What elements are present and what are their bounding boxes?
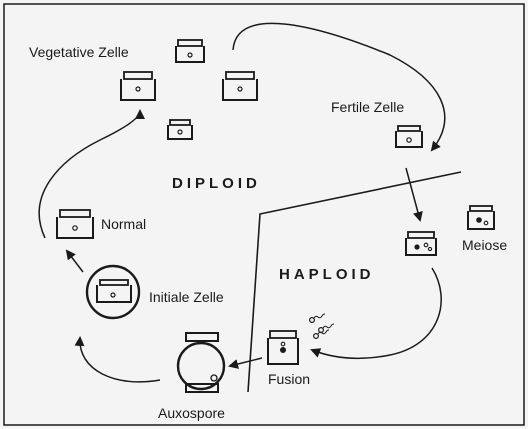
label-auxospore: Auxospore	[158, 405, 225, 421]
arrow-initial-to-normal	[65, 249, 84, 273]
vegetative-cell-left	[120, 71, 156, 101]
arrow-auxospore-to-initial	[74, 336, 161, 383]
vegetative-cell-bottom	[167, 119, 193, 140]
gametes	[309, 313, 335, 340]
phase-boundary-line	[247, 171, 462, 393]
vegetative-cell-right	[222, 71, 258, 101]
fertile-cell	[395, 125, 423, 148]
diagram-frame	[3, 3, 525, 426]
arrow-fusion-to-auxospore	[228, 357, 263, 369]
arrow-meiosis-to-fusion	[310, 267, 442, 360]
label-diploid-phase: DIPLOID	[172, 175, 261, 192]
auxospore-cell	[176, 332, 226, 393]
post-meiosis-cell	[405, 231, 437, 256]
label-vegetative-cell: Vegetative Zelle	[29, 44, 129, 60]
label-normal: Normal	[101, 216, 147, 232]
label-fertile-cell: Fertile Zelle	[331, 99, 405, 115]
fusion-cell	[267, 330, 299, 365]
label-fusion: Fusion	[268, 371, 311, 387]
label-initial-cell: Initiale Zelle	[149, 289, 224, 305]
meiosis-cell	[467, 205, 495, 230]
normal-cell	[56, 209, 94, 239]
vegetative-cell-top	[175, 39, 205, 63]
label-meiosis: Meiose	[462, 237, 508, 253]
arrow-normal-to-vegetative	[38, 109, 145, 239]
initial-cell	[85, 264, 141, 320]
arrow-fertile-to-meiosis	[405, 167, 423, 222]
arrow-vegetative-to-fertile	[232, 22, 446, 152]
label-haploid-phase: HAPLOID	[279, 266, 375, 283]
